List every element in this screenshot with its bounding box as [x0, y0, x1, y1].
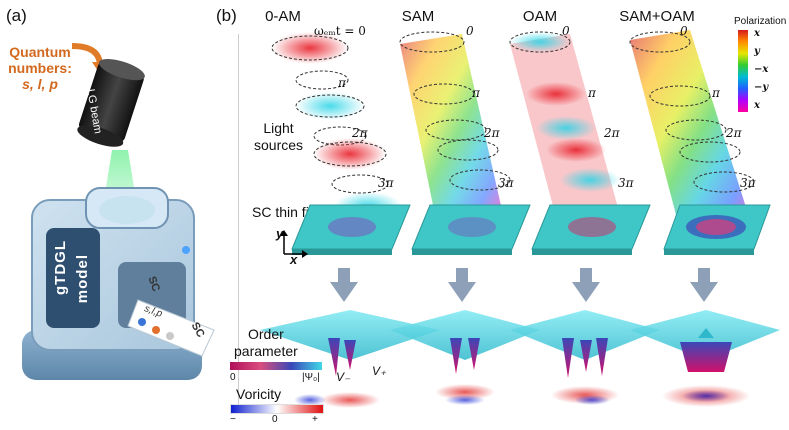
vorticity-colorbar-max: + [312, 414, 318, 425]
quantum-line2: numbers: [8, 60, 72, 76]
phase-label-samoam-0: 0 [680, 24, 688, 38]
phase-label-samoam-2pi: 2π [726, 126, 742, 140]
down-arrow-0am [330, 268, 358, 302]
surface-sam [390, 310, 540, 405]
panel-divider [238, 34, 239, 414]
order-label-line1: Order [248, 326, 284, 342]
light-label-line1: Light [263, 120, 294, 136]
down-arrow-sam-oam [690, 268, 718, 302]
printer-indicator-icon [182, 246, 190, 254]
column-header-sam-oam: SAM+OAM [619, 8, 695, 25]
roller-window [99, 196, 155, 224]
polarization-tick-x-end: x [754, 100, 760, 111]
order-parameter-label: Order parameter [234, 326, 298, 360]
printer-side-panel [46, 228, 100, 328]
phase-label-samoam-3pi: 3π [740, 176, 756, 190]
axis-label-x: x [290, 252, 298, 267]
surface-0am [260, 310, 440, 408]
paper-dot-orange [152, 326, 160, 334]
light-stack-sam-oam [629, 30, 755, 230]
surface-sam-oam [630, 310, 780, 407]
phase-label-sam-0: 0 [466, 24, 474, 38]
polarization-tick-y: y [754, 46, 760, 57]
paper-dot-blue [138, 318, 146, 326]
phase-label-oam-0: 0 [562, 24, 570, 38]
vortex-label-minus: V₋ [336, 370, 351, 384]
phase-label-sam-3pi: 3π [498, 176, 514, 190]
quantum-values: s, l, p [22, 76, 58, 92]
phase-label-0am-2pi: 2π [352, 126, 368, 140]
down-arrow-sam [448, 268, 476, 302]
vorticity-colorbar-mid: 0 [272, 414, 278, 425]
vorticity-label: Voricity [236, 386, 282, 402]
polarization-tick-x: x [754, 28, 760, 39]
sc-thin-films [291, 204, 771, 255]
polarization-title: Polarization [734, 16, 787, 27]
panel-label-a: (a) [6, 6, 27, 25]
column-header-sam: SAM [401, 8, 435, 25]
vorticity-colorbar-min: − [230, 414, 236, 425]
lg-beam-source [77, 58, 145, 147]
order-parameter-surfaces [260, 310, 780, 408]
light-sources-visual [271, 30, 755, 230]
film-0am [291, 204, 411, 255]
phase-label-oam-2pi: 2π [604, 126, 620, 140]
order-label-line2: parameter [234, 343, 298, 359]
light-sources-label: Light sources [254, 120, 303, 154]
down-arrow-oam [572, 268, 600, 302]
vortex-label-plus: V₊ [372, 364, 387, 378]
xy-axes-icon [280, 230, 308, 258]
film-oam [531, 204, 651, 255]
phase-label-samoam-pi: π [712, 86, 720, 100]
film-sam [411, 204, 531, 255]
phase-label-0am-0: ωₑₘt = 0 [314, 24, 366, 38]
order-parameter-colorbar [230, 362, 322, 370]
phase-label-0am-pi: π [338, 76, 346, 90]
polarization-colorbar [738, 30, 748, 112]
surface-oam [510, 310, 660, 405]
column-header-0am: 0-AM [265, 8, 301, 25]
polarization-tick-minus-y: −y [754, 82, 769, 93]
phase-label-0am-3pi: 3π [378, 176, 394, 190]
printer-paper [127, 299, 215, 357]
light-label-line2: sources [254, 137, 304, 153]
axis-label-y: y [276, 226, 284, 241]
printer-illustration [22, 43, 215, 380]
phase-label-oam-pi: π [588, 86, 596, 100]
polarization-tick-minus-x: −x [754, 64, 769, 75]
column-header-oam: OAM [522, 8, 558, 25]
panel-label-b: (b) [216, 6, 237, 25]
light-stack-oam [509, 31, 620, 225]
vorticity-colorbar [230, 404, 324, 414]
paper-dot-gray [166, 332, 174, 340]
quantum-numbers-label: Quantum numbers: s, l, p [2, 44, 78, 92]
order-colorbar-min: 0 [230, 372, 236, 383]
phase-label-sam-pi: π [472, 86, 480, 100]
light-stack-sam [399, 31, 511, 220]
quantum-line1: Quantum [9, 44, 71, 60]
phase-label-sam-2pi: 2π [484, 126, 500, 140]
order-colorbar-max: |Ψ₀| [302, 372, 320, 383]
phase-label-oam-3pi: 3π [618, 176, 634, 190]
film-sam-oam [663, 204, 771, 255]
